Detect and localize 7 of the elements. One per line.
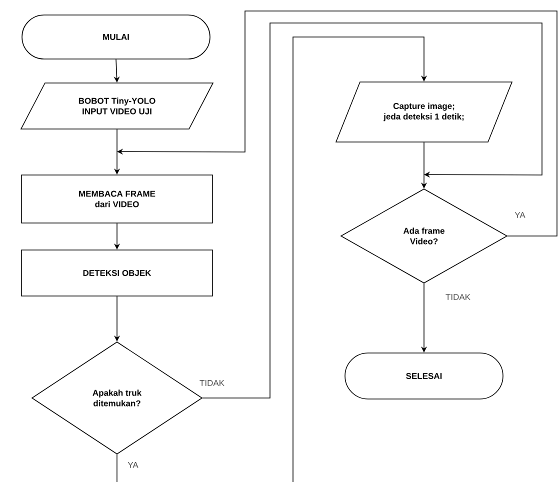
process-box: MEMBACA FRAME dari VIDEO <box>21 174 213 224</box>
process-box: DETEKSI OBJEK <box>21 250 213 296</box>
arrow <box>292 36 428 482</box>
arrow <box>202 22 542 398</box>
edge-label: TIDAK <box>444 293 472 301</box>
edge-label: YA <box>126 461 140 469</box>
edge-label: YA <box>514 211 526 219</box>
